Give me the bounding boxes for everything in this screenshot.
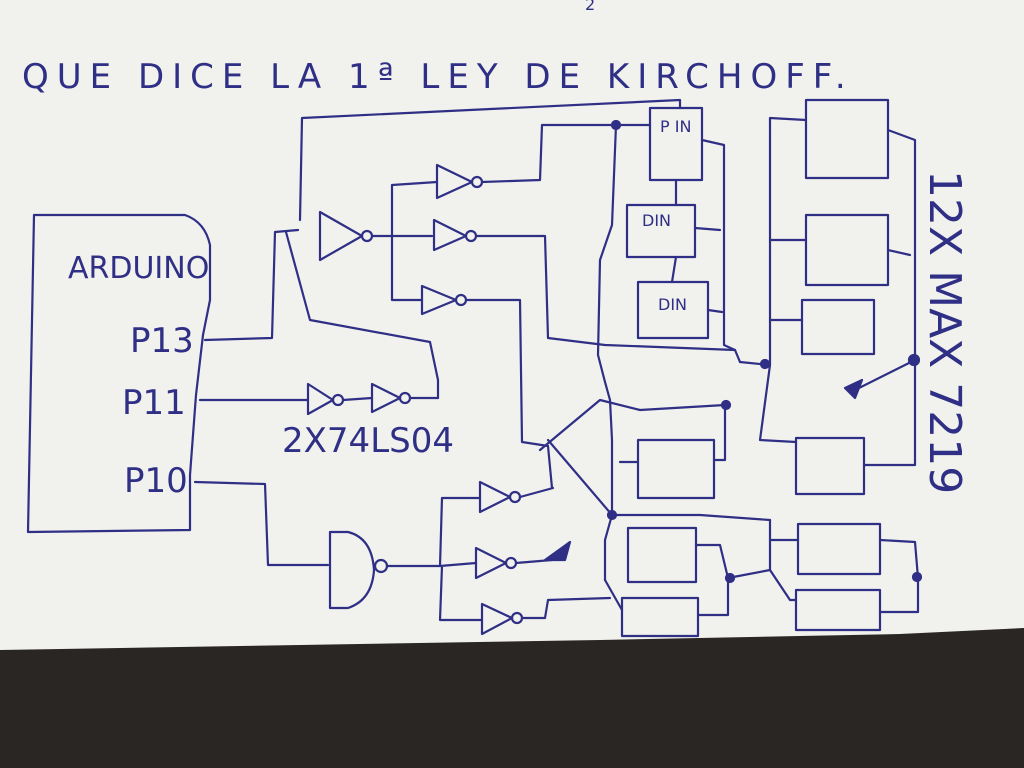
page-mark: 2 [585,0,595,14]
arrow-right [843,358,917,400]
inverter-upper-1 [435,163,474,200]
arduino-board [26,213,212,534]
module-bottom-1 [626,526,698,584]
module-din-1-label: DIN [642,211,671,230]
pin-label-p13: P13 [130,321,194,361]
buffer-chip-label: 2X74LS04 [282,421,454,461]
bus-crossings [538,398,772,522]
wire-upper-3-out [464,298,554,490]
junction-dot [720,399,732,411]
pin-label-p11: P11 [122,383,186,423]
module-bottom-3 [796,522,882,576]
module-din-1 [625,203,697,259]
pin-label-p10: P10 [124,461,188,501]
junction-dot [724,572,736,584]
junction-dot [911,571,923,583]
wire-buffers [341,396,440,402]
junction-dot [907,353,921,367]
junction-dot [606,509,618,521]
display-module-1 [804,98,890,180]
wire-and-out [385,496,484,622]
junction-dot [759,358,771,370]
inverter-upper-2 [432,218,468,252]
wire-p10 [193,480,330,567]
bus-column-left [596,123,618,582]
module-din-2-label: DIN [658,295,687,314]
wire-branch-vertical [390,180,439,302]
wire-middle-module [618,403,727,464]
inverter-upper-3 [420,284,458,316]
wire-stack-right [693,138,737,352]
inverter-lower-3 [480,602,514,636]
wire-p13 [203,98,682,342]
module-middle [636,438,716,500]
wire-stack-links [670,178,678,284]
inverter-lower-1 [478,480,512,514]
module-bottom-2 [620,596,700,638]
inverter-main [318,210,364,262]
page-heading: QUE DICE LA 1ª LEY DE KIRCHOFF. [22,57,854,97]
wire-upper-2-out [474,234,742,364]
module-bottom-4 [794,588,882,632]
paper-sheet [0,0,1024,650]
and-gate [328,530,376,610]
inverter-lower-2 [474,546,508,580]
module-pin-label: P IN [660,117,691,136]
wire-upper-1-out [480,123,652,184]
wire-p13-return [284,230,440,400]
display-module-3 [800,298,876,356]
arrow-lower [543,540,572,562]
junction-dot [610,119,622,131]
arduino-label: ARDUINO [68,251,209,286]
buffer-1 [306,382,335,416]
side-label: 12X MAX 7219 [919,170,970,494]
